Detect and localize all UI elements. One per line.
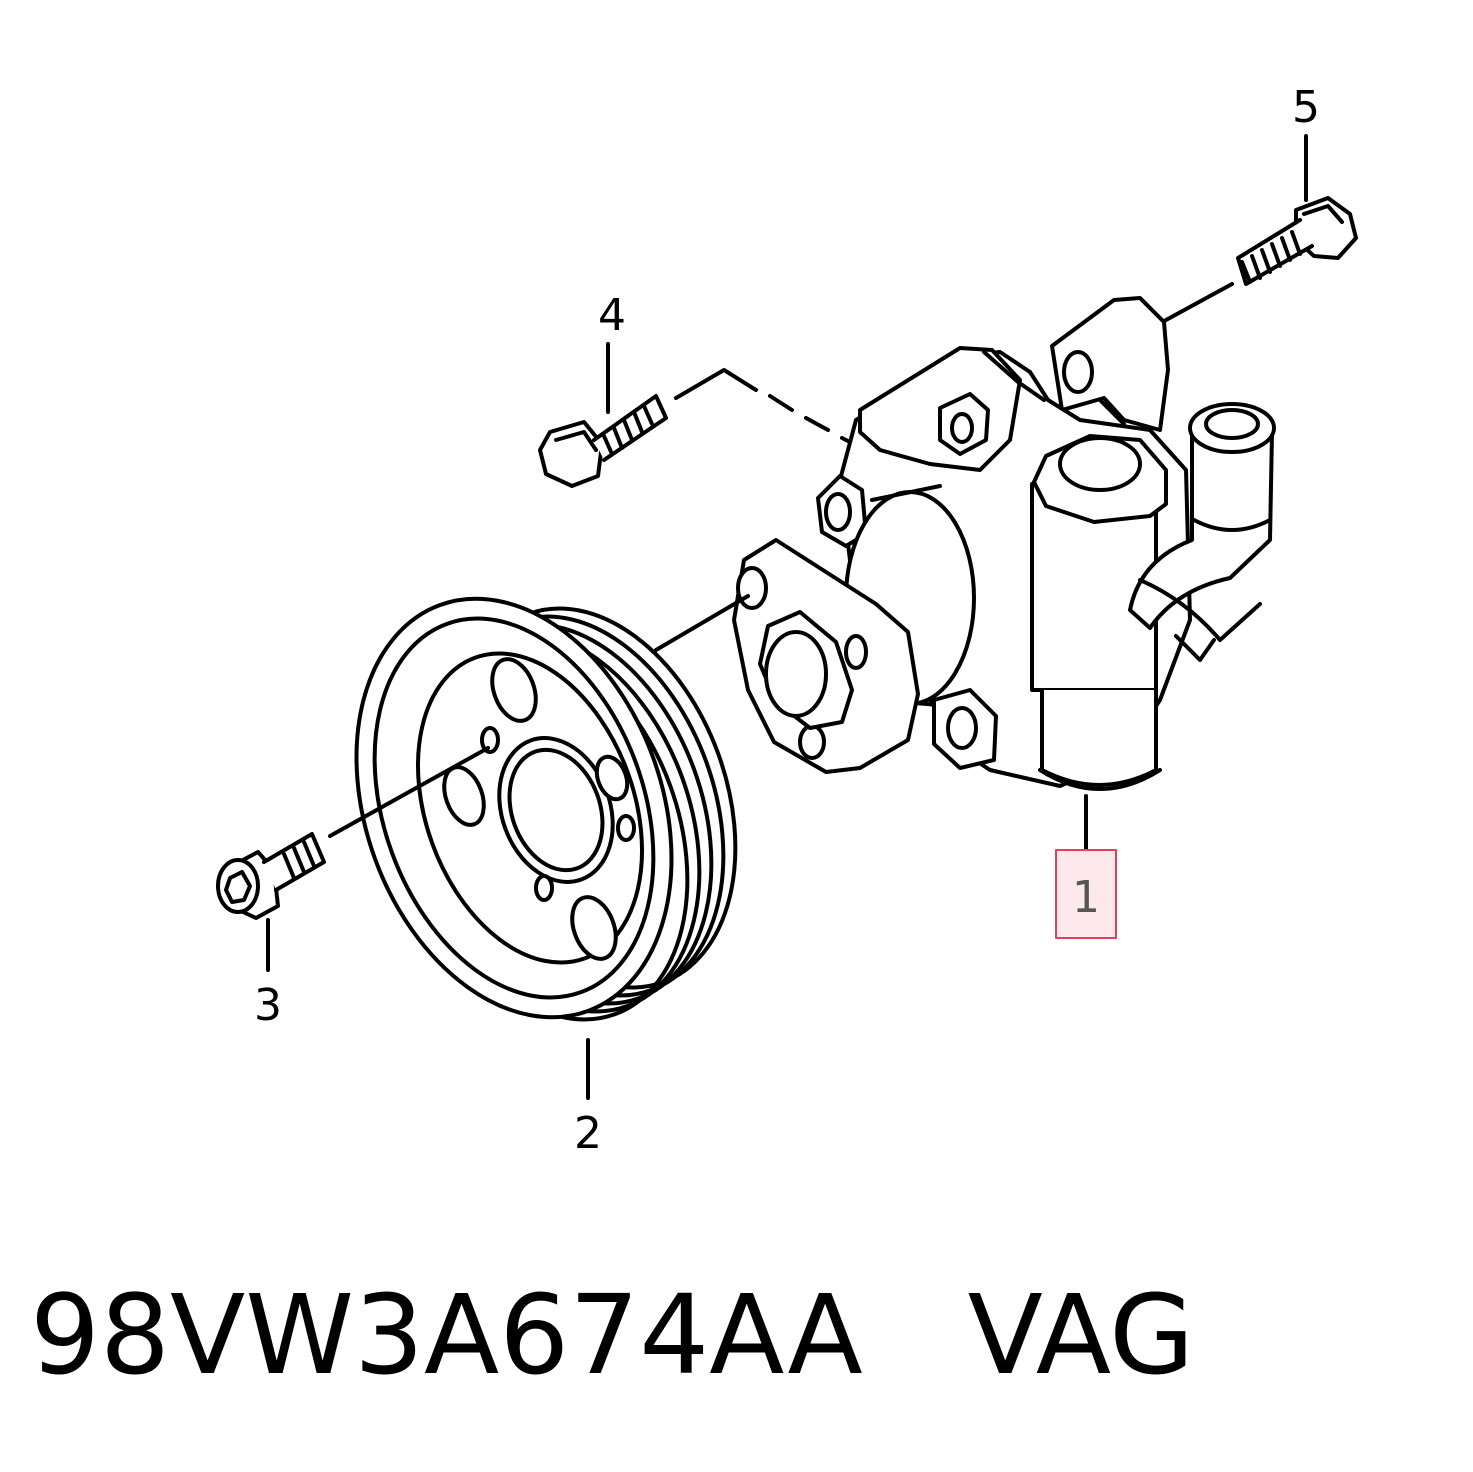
callout-2: 2: [574, 1108, 602, 1159]
callout-1: 1: [1072, 872, 1100, 923]
callout-4: 4: [598, 290, 626, 341]
part-number: 98VW3A674AA: [30, 1271, 863, 1399]
callout-1-highlight-box[interactable]: [1055, 849, 1117, 939]
callout-5: 5: [1292, 82, 1320, 133]
exploded-parts-diagram: 5 4 3 2 1: [216, 82, 1358, 1159]
brand-name: VAG: [967, 1271, 1195, 1399]
power-steering-pump-icon: [732, 296, 1276, 791]
callout-3: 3: [254, 980, 282, 1031]
part-number-caption: 98VW3A674AA VAG: [30, 1280, 1194, 1390]
pulley-2-icon: [354, 594, 750, 1022]
bolt-5-icon: [1164, 134, 1358, 322]
socket-screw-3-icon: [216, 746, 490, 972]
